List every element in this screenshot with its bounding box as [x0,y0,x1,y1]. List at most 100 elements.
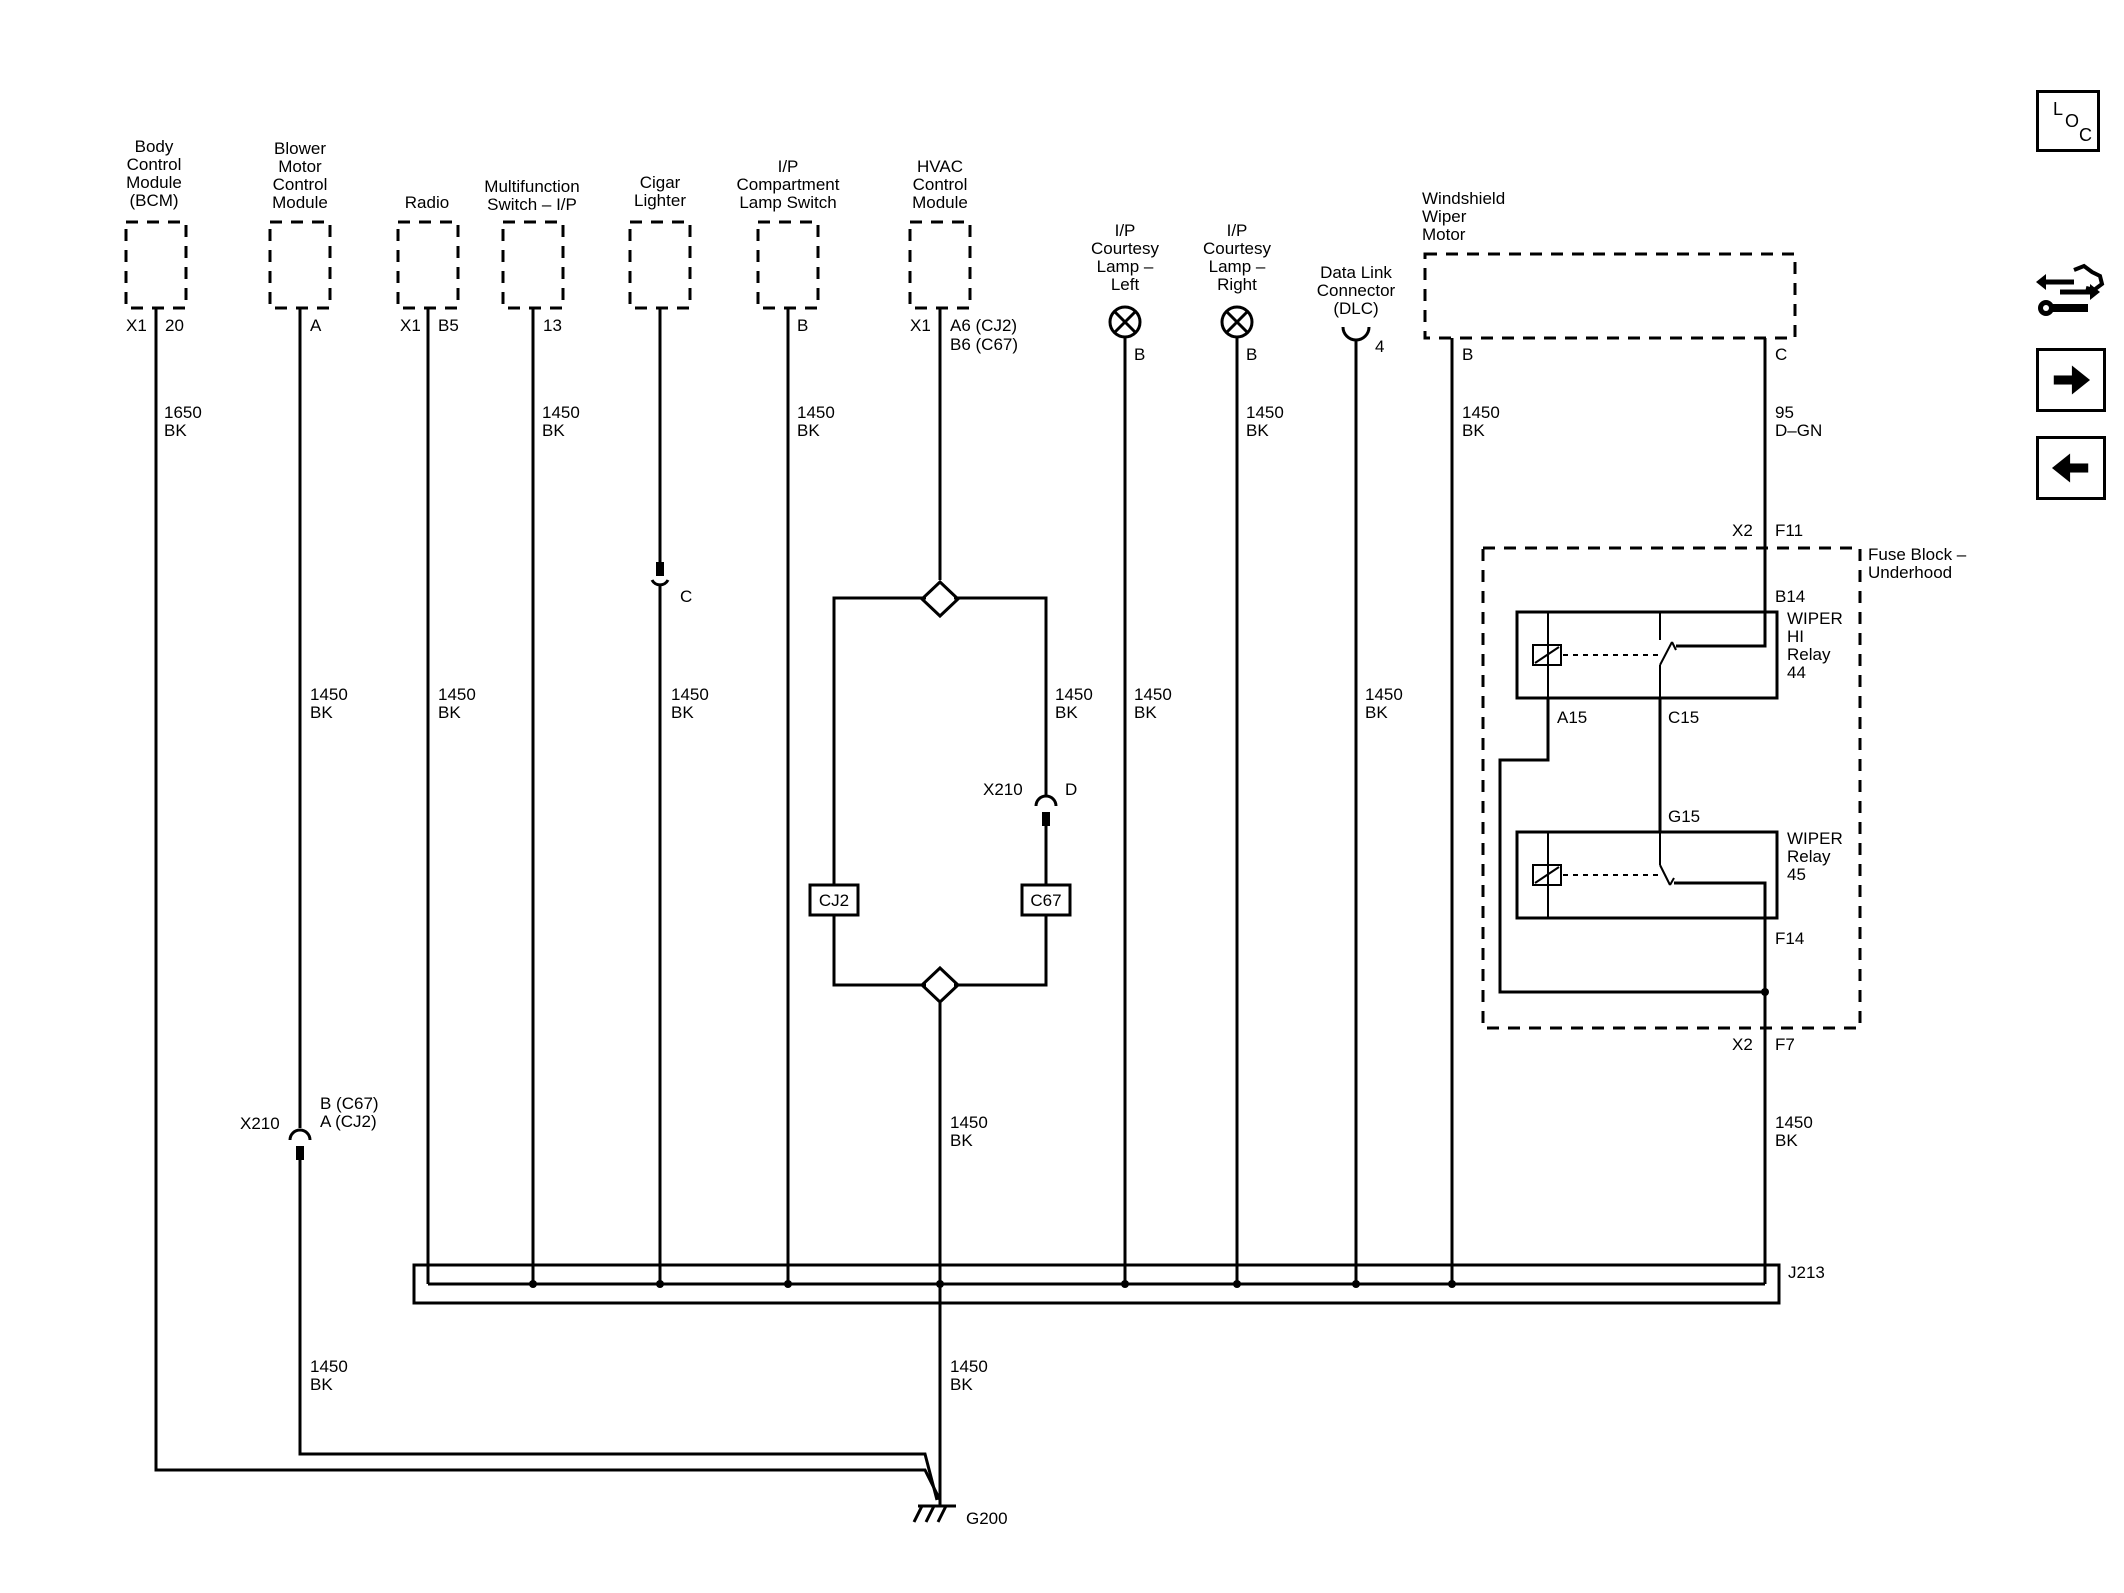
svg-text:Compartment: Compartment [737,175,840,194]
dlc-symbol [1341,326,1371,342]
svg-text:I/P: I/P [778,157,799,176]
svg-text:BK: BK [950,1131,973,1150]
fuse-x2-top: X2 [1732,521,1753,540]
svg-text:1450: 1450 [310,1357,348,1376]
fuse-f7: F7 [1775,1035,1795,1054]
svg-text:BK: BK [797,421,820,440]
svg-text:1450: 1450 [1775,1113,1813,1132]
wire-a15-loop [1498,698,1765,994]
svg-text:Courtesy: Courtesy [1091,239,1160,258]
svg-text:1450: 1450 [950,1113,988,1132]
svg-text:D–GN: D–GN [1775,421,1822,440]
svg-text:Motor: Motor [1422,225,1466,244]
cigar-box [628,220,692,310]
fuse-block-label: Fuse Block – Underhood [1868,545,1967,582]
ground-g200-label: G200 [966,1509,1008,1528]
blower-pin: A [310,316,322,335]
fuse-c15: C15 [1668,708,1699,727]
svg-text:44: 44 [1787,663,1806,682]
arrow-left-icon [2051,453,2089,483]
wire-hvac-loop-left [832,596,926,885]
ip-compartment-label: I/P Compartment Lamp Switch [737,157,840,212]
ip-compartment-pin: B [797,316,808,335]
svg-text:Multifunction: Multifunction [484,177,579,196]
svg-text:1650: 1650 [164,403,202,422]
svg-text:1450: 1450 [1134,685,1172,704]
svg-text:1450: 1450 [542,403,580,422]
component-tools-button[interactable] [2034,258,2108,330]
bcm-conn: X1 [126,316,147,335]
radio-box [396,220,460,310]
svg-text:Module: Module [126,173,182,192]
fuse-f11: F11 [1775,521,1803,540]
j213-splice-dots [529,1280,1456,1288]
svg-text:Module: Module [272,193,328,212]
wiper-motor-label: Windshield Wiper Motor [1422,189,1505,244]
next-page-button[interactable] [2036,348,2106,412]
fuse-x2-bottom: X2 [1732,1035,1753,1054]
hvac-box [908,220,972,310]
svg-text:1450: 1450 [1365,685,1403,704]
fuse-b14: B14 [1775,587,1805,606]
fuse-g15: G15 [1668,807,1700,826]
multifunction-label: Multifunction Switch – I/P [484,177,579,214]
svg-text:BK: BK [671,703,694,722]
svg-text:BK: BK [1462,421,1485,440]
svg-text:Lighter: Lighter [634,191,686,210]
x210-blower-label: X210 [240,1114,280,1133]
svg-text:1450: 1450 [1246,403,1284,422]
svg-text:(BCM): (BCM) [129,191,178,210]
wiper-relay-box [1515,830,1779,920]
wiper-motor-pin-c: C [1775,345,1787,364]
lamp-right-pin: B [1246,345,1257,364]
loc-letter-c: C [2079,125,2092,145]
c67-box [1020,883,1072,917]
lamp-right-symbol [1220,305,1254,339]
splice-top [919,579,961,619]
previous-page-button[interactable] [2036,436,2106,500]
splice-bottom [919,965,961,1005]
svg-text:Module: Module [912,193,968,212]
wire-hvac-loop-bottom-right [954,915,1048,987]
radio-conn: X1 [400,316,421,335]
svg-text:95: 95 [1775,403,1794,422]
blower-box [268,220,332,310]
radio-label: Radio [405,193,449,212]
circuit-label-wiper-c: 95D–GN [1775,403,1822,440]
svg-text:Control: Control [127,155,182,174]
location-button[interactable]: L O C [2036,90,2100,152]
bcm-box [124,220,188,310]
svg-text:Cigar: Cigar [640,173,681,192]
loc-letter-l: L [2053,99,2064,119]
bcm-pin: 20 [165,316,184,335]
svg-text:1450: 1450 [1462,403,1500,422]
c67-label: C67 [1030,891,1061,910]
wiper-relay-coil [1532,832,1658,918]
fuse-block-box [1481,546,1862,1030]
arrow-right-icon [2053,365,2091,395]
fuse-a15: A15 [1557,708,1587,727]
multifunction-box [501,220,565,310]
svg-text:Connector: Connector [1317,281,1396,300]
j213-label: J213 [1788,1263,1825,1282]
wiper-motor-box [1423,252,1797,340]
x210-hvac-pin: D [1065,780,1077,799]
radio-pin: B5 [438,316,459,335]
svg-text:1450: 1450 [950,1357,988,1376]
svg-text:Relay: Relay [1787,847,1831,866]
j213-outer [412,1263,1781,1305]
svg-text:Control: Control [273,175,328,194]
svg-text:I/P: I/P [1227,221,1248,240]
